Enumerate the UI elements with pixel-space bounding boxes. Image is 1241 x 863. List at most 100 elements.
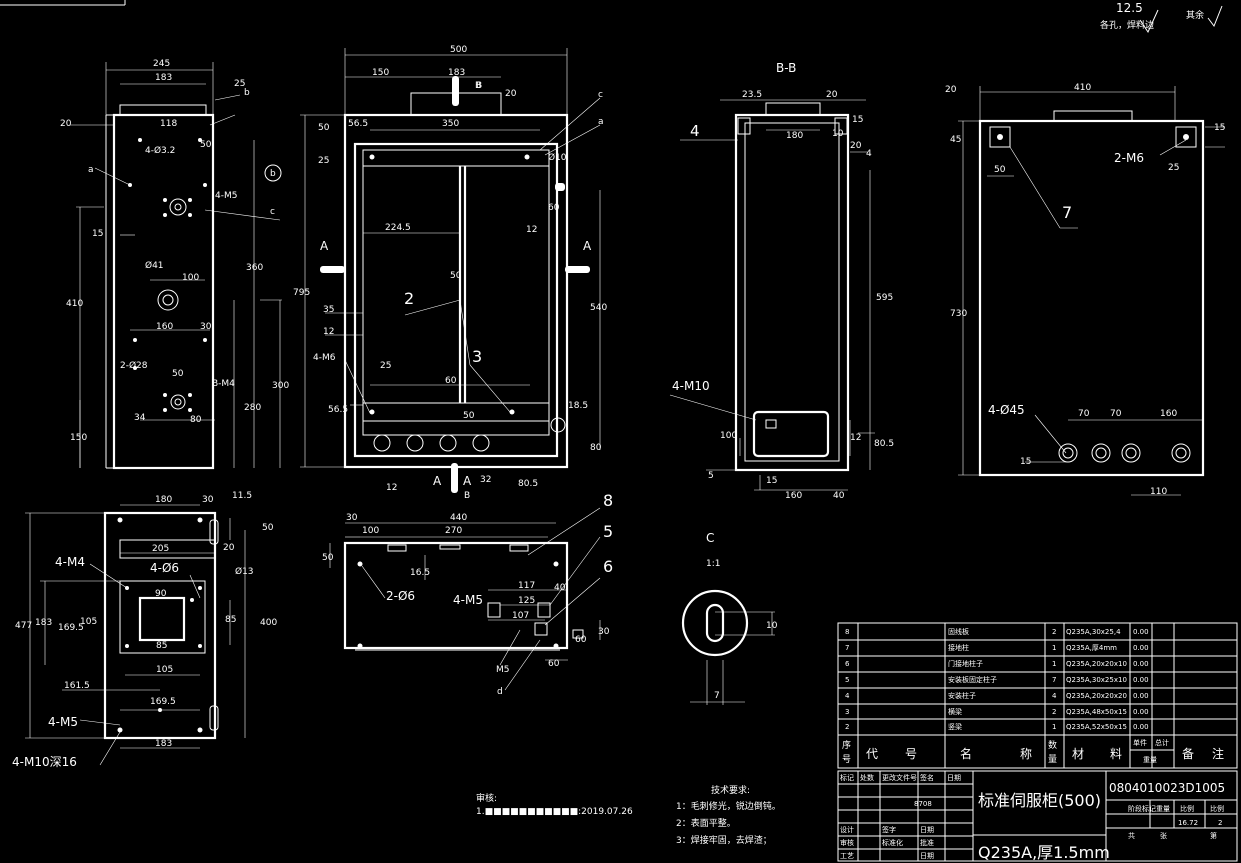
- svg-text:c: c: [598, 90, 603, 100]
- svg-text:12: 12: [323, 327, 334, 337]
- svg-text:350: 350: [442, 119, 459, 129]
- svg-text:30: 30: [200, 322, 212, 332]
- svg-text:183: 183: [448, 68, 465, 78]
- detail-c-view: C 1:1 10 7: [681, 531, 778, 705]
- svg-text:1:1: 1:1: [706, 559, 720, 569]
- svg-text:11.5: 11.5: [232, 491, 252, 501]
- svg-text:安装柱子: 安装柱子: [948, 691, 976, 700]
- svg-text:B: B: [475, 81, 481, 91]
- svg-text:400: 400: [260, 618, 277, 628]
- svg-text:处数: 处数: [860, 773, 874, 782]
- svg-text:4-Ø45: 4-Ø45: [988, 403, 1025, 417]
- svg-text:Q235A,20x20x20: Q235A,20x20x20: [1066, 692, 1127, 700]
- svg-text:5: 5: [845, 676, 849, 684]
- svg-text:注: 注: [1212, 746, 1224, 761]
- svg-text:15: 15: [1214, 123, 1225, 133]
- svg-text:标记: 标记: [840, 773, 854, 782]
- svg-text:Q235A,厚1.5mm: Q235A,厚1.5mm: [978, 843, 1110, 862]
- svg-text:160: 160: [1160, 409, 1177, 419]
- roughness-note: 12.5 各孔，焊料边 其余: [0, 0, 1223, 34]
- svg-text:169.5: 169.5: [150, 697, 176, 707]
- svg-text:34: 34: [134, 413, 146, 423]
- svg-text:56.5: 56.5: [328, 405, 348, 415]
- svg-text:2：表面平整。: 2：表面平整。: [676, 817, 736, 829]
- svg-text:4: 4: [845, 692, 850, 700]
- svg-text:60: 60: [445, 376, 457, 386]
- svg-text:45: 45: [950, 135, 961, 145]
- svg-text:12: 12: [526, 225, 537, 235]
- svg-text:4-M6: 4-M6: [313, 353, 336, 363]
- svg-text:号: 号: [905, 747, 917, 761]
- svg-text:名: 名: [960, 746, 972, 761]
- svg-text:6: 6: [845, 660, 850, 668]
- svg-text:安装板固定柱子: 安装板固定柱子: [948, 675, 997, 684]
- svg-text:总计: 总计: [1155, 738, 1169, 747]
- svg-text:签字: 签字: [882, 825, 896, 834]
- svg-text:5: 5: [708, 471, 714, 481]
- svg-text:410: 410: [66, 299, 83, 309]
- svg-text:12.5: 12.5: [1116, 1, 1143, 15]
- svg-text:6: 6: [603, 557, 613, 576]
- svg-text:540: 540: [590, 303, 607, 313]
- svg-text:80.5: 80.5: [518, 479, 538, 489]
- svg-text:标准化: 标准化: [882, 838, 903, 847]
- svg-text:118: 118: [160, 119, 177, 129]
- svg-text:100: 100: [182, 273, 199, 283]
- svg-text:183: 183: [35, 618, 52, 628]
- svg-text:224.5: 224.5: [385, 223, 411, 233]
- svg-text:280: 280: [244, 403, 261, 413]
- svg-text:107: 107: [512, 611, 529, 621]
- svg-text:标准伺服柜(500): 标准伺服柜(500): [978, 791, 1101, 810]
- svg-text:8: 8: [845, 628, 849, 636]
- svg-text:7: 7: [845, 644, 849, 652]
- svg-text:16.72: 16.72: [1178, 819, 1198, 827]
- svg-text:C: C: [706, 531, 714, 545]
- svg-text:2-Ø6: 2-Ø6: [386, 589, 415, 603]
- svg-text:360: 360: [246, 263, 263, 273]
- svg-text:共: 共: [1128, 831, 1135, 840]
- svg-text:25: 25: [380, 361, 391, 371]
- svg-text:20: 20: [826, 90, 838, 100]
- svg-text:工艺: 工艺: [840, 852, 854, 860]
- svg-text:80.5: 80.5: [874, 439, 894, 449]
- svg-text:0.00: 0.00: [1133, 692, 1149, 700]
- svg-text:7: 7: [714, 691, 720, 701]
- svg-text:110: 110: [1150, 487, 1167, 497]
- svg-text:56.5: 56.5: [348, 119, 368, 129]
- svg-text:4: 4: [1052, 692, 1057, 700]
- svg-text:50: 50: [172, 369, 184, 379]
- svg-text:60: 60: [548, 659, 560, 669]
- svg-text:4: 4: [866, 149, 872, 159]
- svg-text:150: 150: [372, 68, 389, 78]
- svg-text:2: 2: [404, 289, 414, 308]
- svg-text:15: 15: [92, 229, 103, 239]
- parts-list: 8 固线板 2 Q235A,30x25,4 0.00 7 接地柱 1 Q235A…: [837, 622, 1238, 769]
- svg-text:横梁: 横梁: [948, 707, 962, 716]
- svg-text:70: 70: [1110, 409, 1122, 419]
- svg-text:50: 50: [450, 271, 462, 281]
- svg-text:B: B: [464, 491, 470, 501]
- svg-text:b: b: [244, 88, 250, 98]
- svg-text:固线板: 固线板: [948, 627, 969, 636]
- svg-text:3: 3: [845, 708, 849, 716]
- svg-text:730: 730: [950, 309, 967, 319]
- svg-text:4-M5: 4-M5: [215, 191, 237, 201]
- svg-text:169.5: 169.5: [58, 623, 84, 633]
- svg-text:85: 85: [225, 615, 236, 625]
- svg-text:12: 12: [850, 433, 861, 443]
- svg-text:205: 205: [152, 544, 169, 554]
- svg-text:4: 4: [690, 122, 700, 140]
- svg-text:180: 180: [786, 131, 803, 141]
- svg-text:7: 7: [1062, 203, 1072, 222]
- svg-text:b: b: [270, 169, 276, 179]
- svg-text:量: 量: [1048, 754, 1057, 765]
- svg-text:Q235A,30x25,4: Q235A,30x25,4: [1066, 628, 1121, 636]
- svg-text:20: 20: [850, 141, 862, 151]
- svg-text:d: d: [497, 687, 503, 697]
- svg-text:50: 50: [318, 123, 330, 133]
- svg-text:A: A: [583, 239, 592, 253]
- svg-text:25: 25: [1168, 163, 1179, 173]
- svg-text:签名: 签名: [920, 773, 934, 782]
- svg-text:795: 795: [293, 288, 310, 298]
- svg-text:Q235A,20x20x10: Q235A,20x20x10: [1066, 660, 1127, 668]
